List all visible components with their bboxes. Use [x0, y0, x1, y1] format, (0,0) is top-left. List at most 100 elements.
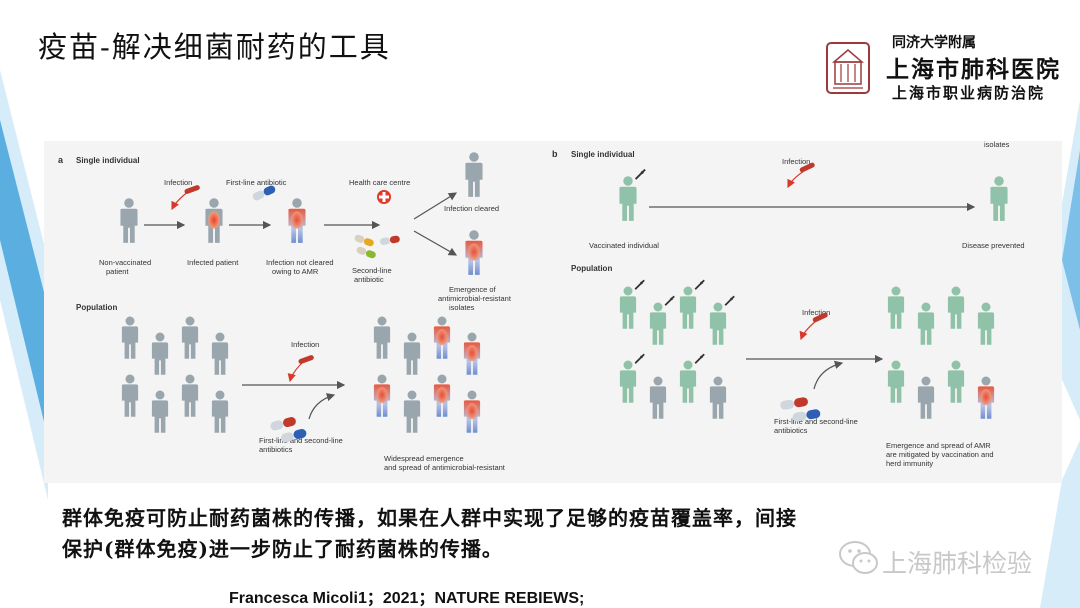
panel-a-first-line-label: First-line antibiotic: [226, 178, 287, 187]
figure-canvas: a Single individual Infection First-line…: [58, 141, 1025, 472]
panel-a-nonvacc-label-2: patient: [106, 267, 129, 276]
person-figure: [373, 374, 391, 417]
person-figure: [887, 286, 905, 329]
person-figure: [679, 353, 705, 403]
person-figure: [679, 279, 705, 329]
panel-b-vaccinated-label: Vaccinated individual: [589, 241, 659, 250]
institution-line3: 上海市职业病防治院: [892, 84, 1046, 102]
panel-a-emergence-label-3: isolates: [449, 303, 475, 312]
treatment-arrow-a-pop: [308, 393, 336, 420]
panel-a-single-heading: Single individual: [76, 156, 140, 165]
person-figure: [887, 360, 905, 403]
institution-line2: 上海市肺科医院: [886, 56, 1061, 83]
person-figure: [463, 332, 481, 375]
slide-caption: 群体免疫可防止耐药菌株的传播，如果在人群中实现了足够的疫苗覆盖率，间接 保护(群…: [62, 503, 1022, 565]
panel-a-population-heading: Population: [76, 303, 117, 312]
panel-a-notcleared-label-1: Infection not cleared: [266, 258, 334, 267]
panel-b-single-heading: Single individual: [571, 150, 635, 159]
panel-a-pop-antibiotics-label-1: First-line and second-line: [259, 436, 343, 445]
panel-b-pop-infection-label: Infection: [802, 308, 830, 317]
panel-a-widespread-label-1: Widespread emergence: [384, 454, 464, 463]
syringe-icon: [694, 353, 705, 364]
panel-a-infection-label: Infection: [164, 178, 192, 187]
person-figure: [917, 302, 935, 345]
panel-a-emergence-label-1: Emergence of: [449, 285, 497, 294]
institution-line1: 同济大学附属: [892, 35, 976, 51]
pill-icon: [252, 185, 821, 443]
bacteria-icon: [184, 162, 828, 364]
person-figure: [977, 302, 995, 345]
slide-title: 疫苗-解决细菌耐药的工具: [38, 30, 391, 64]
person-figure: [619, 279, 645, 329]
caption-line-2: 保护(群体免疫)进一步防止了耐药菌株的传播。: [62, 537, 503, 561]
person-figure: [977, 376, 995, 419]
person-figure: [465, 230, 483, 275]
person-figure: [433, 316, 451, 359]
person-figure: [403, 332, 421, 375]
person-figure: [205, 198, 223, 243]
person-figure: [121, 316, 139, 359]
person-figure: [211, 332, 229, 375]
person-figure: [151, 332, 169, 375]
panel-a-secondline-label-1: Second-line: [352, 266, 392, 275]
panel-a-infected-label: Infected patient: [187, 258, 239, 267]
syringe-icon: [724, 295, 735, 306]
person-figure: [433, 374, 451, 417]
wechat-icon: [839, 541, 878, 574]
panel-b-prevented-label: Disease prevented: [962, 241, 1025, 250]
panel-b-emergence-label-3: herd immunity: [886, 459, 933, 468]
treatment-arrow-b-pop: [813, 360, 844, 390]
reference-citation: Francesca Micoli1；2021；NATURE REBIEWS;: [229, 590, 585, 607]
syringe-icon: [694, 279, 705, 290]
panel-a-health-centre-label: Health care centre: [349, 178, 410, 187]
panel-a-pop-antibiotics-label-2: antibiotics: [259, 445, 293, 454]
panel-a-emergence-label-2: antimicrobial-resistant: [438, 294, 512, 303]
person-figure: [649, 295, 675, 345]
infection-arrow-b: [787, 170, 805, 189]
person-figure: [288, 198, 306, 243]
panel-a-secondline-label-2: antibiotic: [354, 275, 384, 284]
panel-a-nonvacc-label-1: Non-vaccinated: [99, 258, 151, 267]
watermark-text: 上海肺科检验: [882, 549, 1033, 578]
panel-b-emergence-label-2: are mitigated by vaccination and: [886, 450, 994, 459]
person-figure: [990, 176, 1008, 221]
panel-b-pop-antibiotics-label-2: antibiotics: [774, 426, 808, 435]
amr-figure: a Single individual Infection First-line…: [44, 141, 1062, 483]
panel-b-population-heading: Population: [571, 264, 612, 273]
panel-a-widespread-label-2: and spread of antimicrobial-resistant: [384, 463, 506, 472]
hospital-logo-icon: [826, 42, 870, 94]
infection-arrow-a-pop: [287, 362, 303, 383]
person-figure: [151, 390, 169, 433]
caption-line-1: 群体免疫可防止耐药菌株的传播，如果在人群中实现了足够的疫苗覆盖率，间接: [62, 506, 797, 530]
person-figure: [917, 376, 935, 419]
person-figure: [121, 374, 139, 417]
syringe-icon: [634, 353, 645, 364]
panel-a-notcleared-label-2: owing to AMR: [272, 267, 319, 276]
person-figure: [181, 316, 199, 359]
panel-a-letter: a: [58, 155, 64, 165]
panel-b-letter: b: [552, 149, 558, 159]
person-figure: [649, 376, 667, 419]
panel-a-pop-infection-label: Infection: [291, 340, 319, 349]
person-figure: [403, 390, 421, 433]
arrow-a5: [413, 230, 458, 256]
people-layer: [120, 152, 1008, 433]
person-figure: [947, 286, 965, 329]
panel-a-cleared-label: Infection cleared: [444, 204, 499, 213]
person-figure: [709, 376, 727, 419]
person-figure: [463, 390, 481, 433]
syringe-icon: [664, 295, 675, 306]
person-figure: [465, 152, 483, 197]
panel-b-isolates-top: isolates: [984, 141, 1010, 149]
person-figure: [181, 374, 199, 417]
person-figure: [211, 390, 229, 433]
syringe-icon: [634, 168, 646, 180]
panel-b-pop-antibiotics-label-1: First-line and second-line: [774, 417, 858, 426]
person-figure: [120, 198, 138, 243]
syringe-icon: [634, 279, 645, 290]
person-figure: [619, 168, 646, 221]
infection-arrow-b-pop: [799, 320, 817, 341]
hospital-cross-icon: [377, 190, 391, 204]
arrow-a4: [413, 192, 458, 220]
person-figure: [619, 353, 645, 403]
